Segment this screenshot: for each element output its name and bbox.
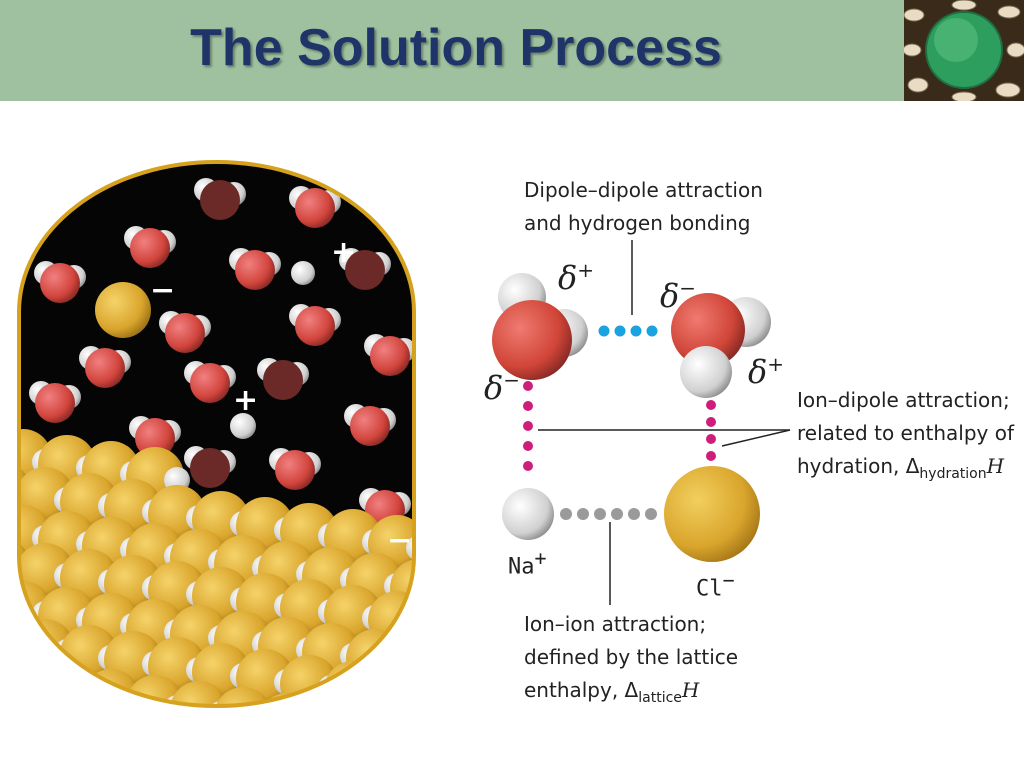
sodium-ion [230, 413, 256, 439]
ion-ion-label: Ion–ion attraction; defined by the latti… [524, 608, 738, 715]
delta-plus-symbol: δ+ [748, 352, 785, 391]
chloride-ion [412, 673, 414, 706]
chloride-ion [19, 613, 30, 671]
title-bar [0, 0, 1024, 101]
oxygen-atom [295, 306, 335, 346]
oxygen-atom [190, 448, 230, 488]
oxygen-atom [275, 450, 315, 490]
chloride-ion [368, 667, 414, 706]
dipole-dipole-dots [598, 325, 658, 337]
sodium-ion [76, 683, 102, 706]
minus-sign: − [150, 273, 175, 308]
slide-title: The Solution Process [190, 19, 722, 77]
delta-minus-symbol: δ− [660, 276, 697, 315]
oxygen-atom [263, 360, 303, 400]
label-line: enthalpy, ΔlatticeH [524, 678, 700, 706]
interaction-diagram: Dipole–dipole attraction and hydrogen bo… [470, 160, 1020, 720]
chloride-ion [346, 629, 404, 687]
oxygen-atom [345, 250, 385, 290]
oxygen-atom [135, 418, 175, 458]
diagram-graphics [492, 240, 791, 605]
sodium-ion [406, 611, 414, 637]
sodium-ion-label: Na+ [508, 546, 547, 580]
ion-dipole-dots-left [523, 381, 533, 471]
label-line: Dipole–dipole attraction [524, 178, 763, 202]
label-line: related to enthalpy of [797, 421, 1015, 445]
oxygen-atom [235, 250, 275, 290]
label-line: Ion–dipole attraction; [797, 388, 1010, 412]
chloride-ion [19, 657, 52, 706]
chloride-ion [95, 282, 151, 338]
chloride-ion-label: Cl− [696, 568, 735, 602]
minus-sign: − [387, 523, 412, 558]
chloride-ion [412, 597, 414, 655]
label-line: Ion–ion attraction; [524, 612, 707, 636]
label-line: defined by the lattice [524, 645, 739, 669]
nacl-dissolution-illustration: + − + − [17, 160, 416, 710]
sodium-ion [32, 677, 58, 703]
oxygen-atom [350, 406, 390, 446]
chloride-ion [390, 635, 414, 693]
oxygen-atom [40, 263, 80, 303]
label-line: and hydrogen bonding [524, 211, 751, 235]
oxygen-atom [190, 363, 230, 403]
oxygen-atom [671, 293, 745, 367]
oxygen-atom [165, 313, 205, 353]
delta-plus-symbol: δ+ [558, 258, 595, 297]
chloride-ion [302, 699, 360, 706]
ion-dipole-dots-right [706, 400, 716, 461]
oxygen-atom [35, 383, 75, 423]
hydrogen-atom [680, 346, 732, 398]
ion-dipole-label: Ion–dipole attraction; related to enthal… [797, 384, 1014, 491]
oxygen-atom [130, 228, 170, 268]
oxygen-atom [370, 336, 410, 376]
chloride-ion [170, 681, 228, 706]
leader-line [721, 429, 791, 447]
ion-ion-dots [560, 508, 657, 520]
oxygen-atom [85, 348, 125, 388]
sodium-ion [384, 649, 410, 675]
sodium-ion [406, 687, 414, 706]
delta-minus-symbol: δ− [484, 368, 521, 407]
plus-sign: + [233, 383, 258, 418]
label-line: hydration, ΔhydrationH [797, 454, 1005, 482]
sodium-ion [19, 633, 36, 659]
sodium-ion [502, 488, 554, 540]
dipole-dipole-label: Dipole–dipole attraction and hydrogen bo… [524, 174, 763, 240]
green-sphere-icon [904, 0, 1024, 101]
oxygen-atom [492, 300, 572, 380]
oxygen-atom [295, 188, 335, 228]
sodium-ion [362, 681, 388, 706]
sodium-ion [252, 707, 278, 710]
plus-sign: + [331, 235, 356, 270]
oxygen-atom [200, 180, 240, 220]
chloride-ion [346, 705, 404, 706]
sodium-ion [291, 261, 315, 285]
chloride-ion [664, 466, 760, 562]
